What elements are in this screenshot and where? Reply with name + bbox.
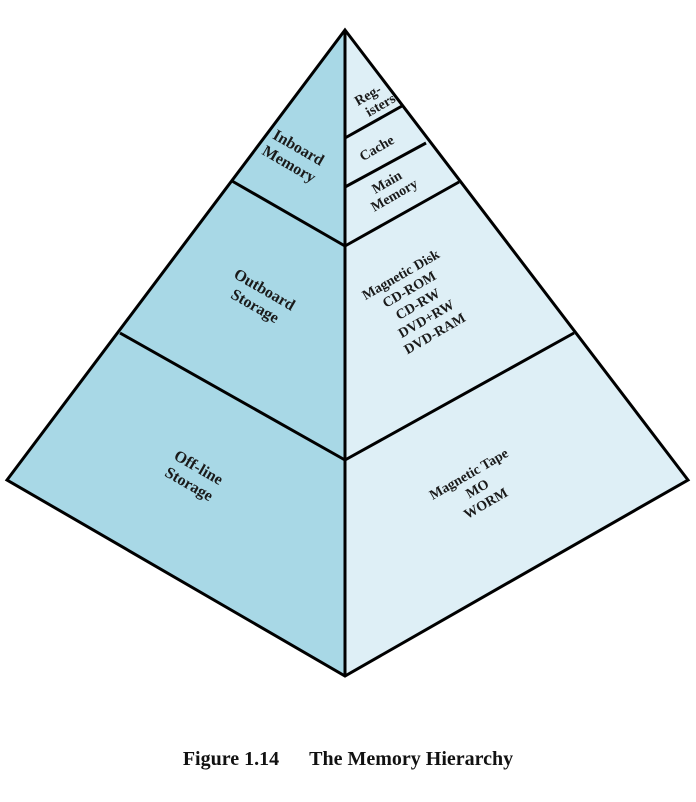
figure-title: The Memory Hierarchy xyxy=(309,748,514,770)
outboard-boundary-right xyxy=(344,180,460,248)
outboard-boundary-left xyxy=(231,179,346,248)
offline-boundary-left xyxy=(119,331,346,462)
registers-cache-divider xyxy=(344,104,403,140)
figure-caption: Figure 1.14 The Memory Hierarchy xyxy=(0,748,696,771)
figure-number: Figure 1.14 xyxy=(182,748,280,770)
left-face xyxy=(7,30,345,676)
cache-main-divider xyxy=(344,141,427,189)
offline-boundary-right xyxy=(344,331,575,462)
memory-hierarchy-pyramid: InboardMemory OutboardStorage Off-lineSt… xyxy=(4,27,691,678)
right-face xyxy=(345,30,688,676)
pyramid-outline xyxy=(4,27,691,678)
